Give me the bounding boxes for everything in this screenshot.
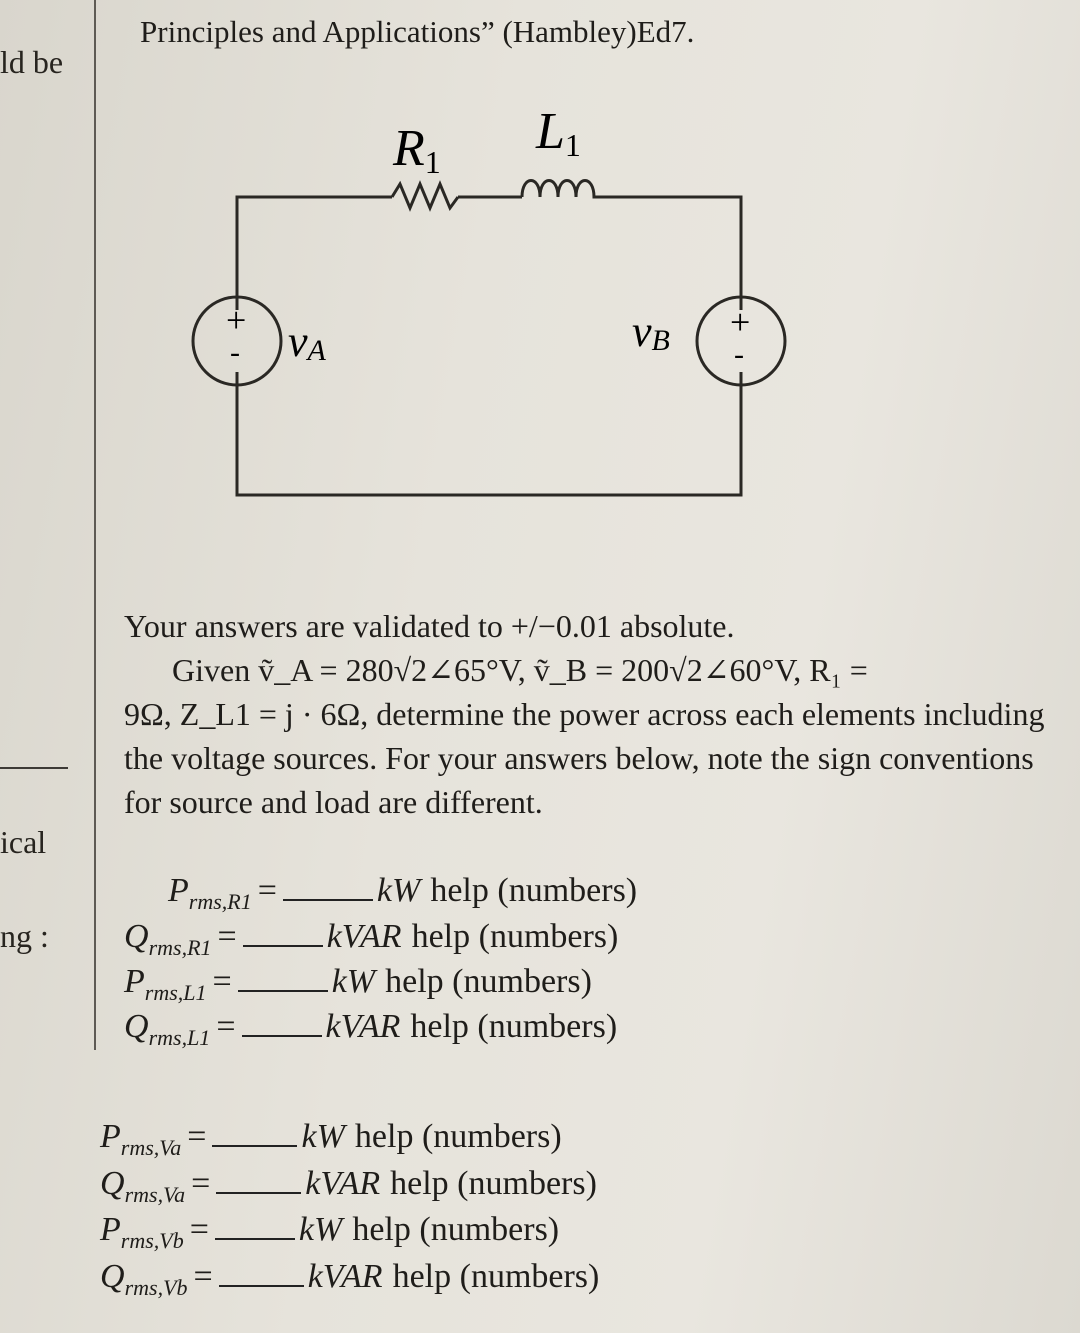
answer-unit: kVAR [326,918,402,955]
problem-body: 9Ω, Z_L1 = j · 6Ω, determine the power a… [124,696,1045,820]
margin-fragment-1: ld be [0,44,64,80]
answer-unit: kW [298,1211,343,1248]
answer-blank-field[interactable] [216,1192,302,1194]
page-margin-line [94,0,96,1050]
answer-symbol: Qrms,R1 [124,918,212,960]
vb-minus: - [734,338,744,371]
page-header: Principles and Applications” (Hambley)Ed… [140,14,695,49]
answer-symbol: Prms,Vb [100,1211,184,1253]
answer-unit: kW [301,1118,345,1155]
answer-blank-field[interactable] [214,1238,295,1240]
equals-sign: = [212,963,232,1000]
source-vb [695,295,787,387]
answer-unit: kVAR [305,1165,381,1202]
equals-sign: = [187,1118,207,1155]
answer-unit: kVAR [325,1008,401,1045]
margin-fragment-3: ng : [0,918,49,954]
answer-blank-field[interactable] [218,1285,304,1287]
margin-rule [0,767,68,769]
equals-sign: = [189,1211,209,1248]
help-link[interactable]: help (numbers) [411,918,619,955]
source-va [191,295,283,387]
answer-symbol: Qrms,L1 [124,1008,211,1050]
help-link[interactable]: help (numbers) [385,963,592,1000]
answer-symbol: Prms,Va [100,1118,182,1160]
help-link[interactable]: help (numbers) [390,1165,597,1202]
answer-blank-field[interactable] [242,945,323,947]
wire-right [598,195,743,310]
va-plus: + [226,300,246,340]
va-minus: - [230,336,240,369]
l1-label: L1 [535,103,581,163]
equals-sign: = [193,1258,213,1295]
equals-sign: = [217,918,237,955]
answer-unit: kW [376,872,421,909]
resistor-r1 [390,180,460,212]
vb-plus: + [730,302,750,342]
equals-sign: = [257,872,277,909]
circuit-diagram: R1 L1 + - + - vA vB [191,103,787,497]
answer-symbol: Prms,L1 [124,963,207,1005]
answer-blank-field[interactable] [212,1145,298,1147]
answer-blank-field[interactable] [237,990,328,992]
vb-label: vB [632,307,670,357]
answer-blank-field[interactable] [241,1035,322,1037]
help-link[interactable]: help (numbers) [354,1118,562,1155]
wire-left-bottom [235,372,743,497]
help-link[interactable]: help (numbers) [392,1258,600,1295]
help-link[interactable]: help (numbers) [352,1211,560,1248]
answer-symbol: Prms,R1 [168,872,252,914]
answer-unit: kW [331,963,376,1000]
margin-fragment-2: ical [0,824,47,860]
problem-statement: Your answers are validated to +/−0.01 ab… [124,604,1074,824]
wire-left [235,195,392,310]
answer-unit: kVAR [307,1258,383,1295]
answer-symbol: Qrms,Va [100,1165,186,1207]
va-label: vA [288,317,327,367]
equals-sign: = [216,1008,236,1045]
help-link[interactable]: help (numbers) [410,1008,618,1045]
r1-label: R1 [392,120,441,180]
equals-sign: = [191,1165,211,1202]
answer-symbol: Qrms,Vb [100,1258,188,1300]
validation-note: Your answers are validated to +/−0.01 ab… [124,608,735,644]
inductor-l1 [520,179,598,199]
given-values: Given ṽ_A = 280√2∠65°V, ṽ_B = 200√2∠60°V… [172,652,868,688]
answer-blank-field[interactable] [282,899,373,901]
help-link[interactable]: help (numbers) [430,872,638,909]
